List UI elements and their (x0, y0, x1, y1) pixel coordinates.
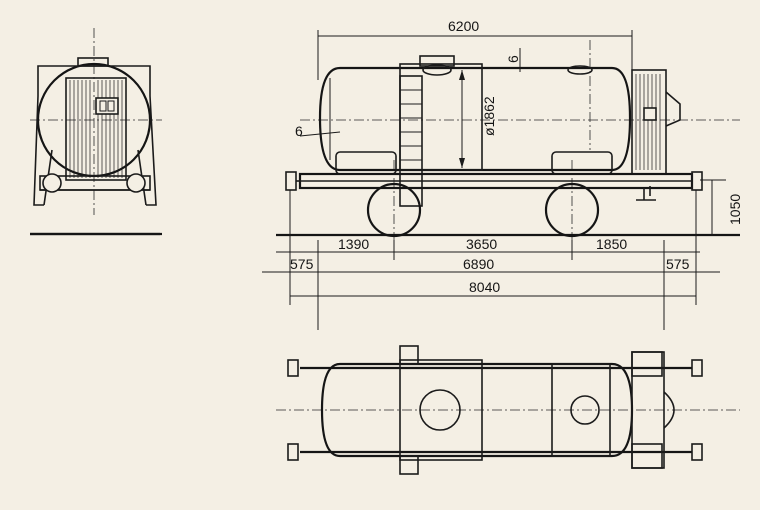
dim-tank-length: 6200 (448, 18, 479, 34)
side-view (276, 40, 740, 240)
dim-total-length: 8040 (469, 279, 500, 295)
dim-overhang-left: 575 (290, 256, 314, 272)
dim-buffer-height: 1050 (727, 194, 743, 225)
dim-overhang-right: 575 (666, 256, 690, 272)
dimension-lines (30, 30, 726, 330)
plan-view (276, 345, 740, 475)
dim-wall-thickness-left: 6 (295, 123, 303, 139)
dim-frame-length: 6890 (463, 256, 494, 272)
dim-seg-right: 1850 (596, 236, 627, 252)
dim-tank-diameter: ø1862 (481, 96, 497, 136)
dim-wheelbase: 3650 (466, 236, 497, 252)
dim-seg-left: 1390 (338, 236, 369, 252)
end-view (30, 28, 162, 236)
dim-wall-thickness-top: 6 (505, 55, 521, 63)
